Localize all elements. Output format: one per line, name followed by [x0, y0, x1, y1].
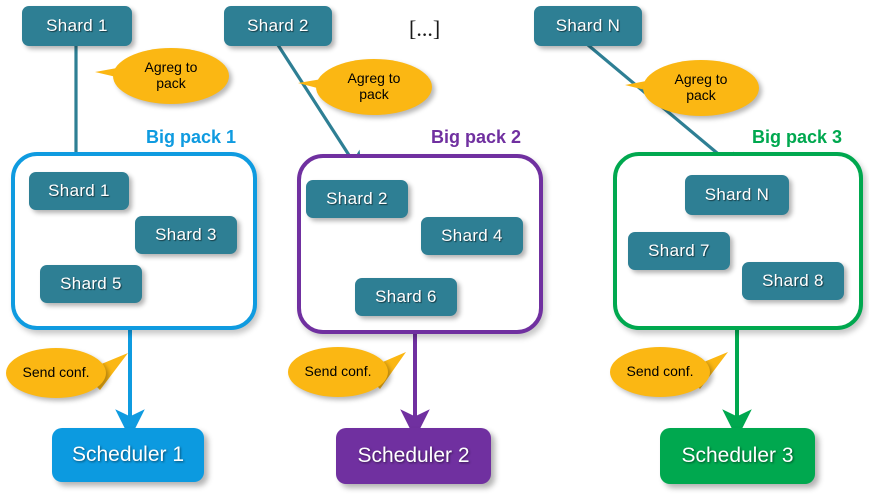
scheduler-2-label: Scheduler 2 — [357, 444, 470, 467]
agreg-bubble-3-line1: Agreg to — [674, 71, 728, 88]
pack-2-shard-2-label: Shard 2 — [326, 189, 388, 208]
top-shard-n-label: Shard N — [555, 16, 621, 35]
pack-2-shard-2[interactable]: Shard 2 — [306, 180, 408, 218]
top-shard-2[interactable]: Shard 2 — [224, 6, 332, 46]
scheduler-3[interactable]: Scheduler 3 — [660, 428, 815, 484]
scheduler-1-label: Scheduler 1 — [71, 443, 185, 466]
agreg-bubble-1-line1: Agreg to — [144, 59, 198, 76]
pack-2-shard-4[interactable]: Shard 4 — [421, 217, 523, 255]
send-conf-bubble-1: Send conf. — [6, 348, 106, 398]
pack-3-shard-n-label: Shard N — [704, 185, 770, 204]
top-shard-1-label: Shard 1 — [46, 16, 108, 35]
pack-3-shard-8[interactable]: Shard 8 — [742, 262, 844, 300]
ellipsis-marker: [...] — [409, 16, 441, 41]
pack-1-shard-1-label: Shard 1 — [48, 181, 110, 200]
pack-2-shard-4-label: Shard 4 — [441, 226, 503, 245]
pack-3-title: Big pack 3 — [752, 127, 843, 147]
pack-3-shard-8-label: Shard 8 — [762, 271, 824, 290]
agreg-bubble-3-line2: pack — [686, 87, 716, 103]
send-conf-bubble-3: Send conf. — [610, 347, 710, 397]
pack-3-shard-n[interactable]: Shard N — [685, 175, 789, 215]
send-conf-bubble-2: Send conf. — [288, 347, 388, 397]
scheduler-3-label: Scheduler 3 — [681, 444, 794, 467]
pack-1-title: Big pack 1 — [146, 127, 237, 147]
scheduler-2[interactable]: Scheduler 2 — [336, 428, 491, 484]
agreg-bubble-1-line2: pack — [156, 75, 186, 91]
top-shard-2-label: Shard 2 — [247, 16, 309, 35]
send-conf-bubble-2-label: Send conf. — [304, 363, 372, 380]
pack-1-shard-5-label: Shard 5 — [60, 274, 122, 293]
top-shard-1[interactable]: Shard 1 — [22, 6, 132, 46]
pack-2-title: Big pack 2 — [431, 127, 522, 147]
agreg-bubble-2-line1: Agreg to — [347, 70, 401, 87]
top-shard-n[interactable]: Shard N — [534, 6, 642, 46]
pack-2-shard-6[interactable]: Shard 6 — [355, 278, 457, 316]
scheduler-1[interactable]: Scheduler 1 — [52, 428, 204, 482]
pack-3-shard-7-label: Shard 7 — [648, 241, 710, 260]
send-conf-bubble-1-label: Send conf. — [22, 364, 90, 381]
agreg-bubble-2-line2: pack — [359, 86, 389, 102]
pack-3-shard-7[interactable]: Shard 7 — [628, 232, 730, 270]
pack-2-shard-6-label: Shard 6 — [375, 287, 437, 306]
pack-1-shard-3[interactable]: Shard 3 — [135, 216, 237, 254]
pack-1-shard-5[interactable]: Shard 5 — [40, 265, 142, 303]
send-conf-bubble-3-label: Send conf. — [626, 363, 694, 380]
pack-1-shard-3-label: Shard 3 — [155, 225, 217, 244]
pack-1-shard-1[interactable]: Shard 1 — [29, 172, 129, 210]
